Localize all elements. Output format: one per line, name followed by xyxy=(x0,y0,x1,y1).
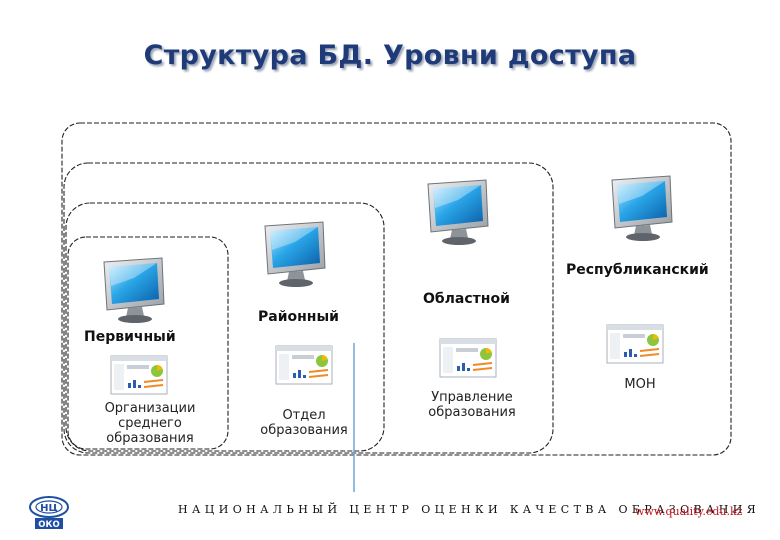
node-caption-district-dept: Отдел образования xyxy=(260,408,348,438)
monitor-icon xyxy=(427,179,489,246)
primary-level-boundary xyxy=(67,236,229,450)
page-title: Структура БД. Уровни доступа xyxy=(143,40,637,71)
level-label-republic: Республиканский xyxy=(566,262,709,278)
svg-text:ОКО: ОКО xyxy=(38,520,59,530)
report-window-icon xyxy=(110,355,168,395)
region-level-boundary xyxy=(63,162,554,454)
report-window-icon xyxy=(606,324,664,364)
svg-text:НЦ: НЦ xyxy=(40,503,58,514)
footer-url-link[interactable]: www.quality.edu.kz xyxy=(635,505,743,518)
report-window-icon xyxy=(439,338,497,378)
nc-oko-logo: НЦ ОКО xyxy=(29,496,69,530)
level-label-region: Областной xyxy=(423,291,510,307)
report-window-icon xyxy=(275,345,333,385)
monitor-icon xyxy=(264,221,326,288)
node-caption-region-dept: Управление образования xyxy=(428,390,516,420)
level-label-district: Районный xyxy=(258,309,339,325)
node-caption-ministry: МОН xyxy=(624,377,656,392)
monitor-icon xyxy=(103,257,165,324)
node-caption-schools: Организации среднего образования xyxy=(104,401,196,446)
district-level-boundary xyxy=(65,202,385,452)
monitor-icon xyxy=(611,175,673,242)
level-label-primary: Первичный xyxy=(84,329,176,345)
footer-org-name: НАЦИОНАЛЬНЫЙ ЦЕНТР ОЦЕНКИ КАЧЕСТВА ОБРАЗ… xyxy=(178,503,761,516)
republic-level-boundary xyxy=(61,122,732,456)
